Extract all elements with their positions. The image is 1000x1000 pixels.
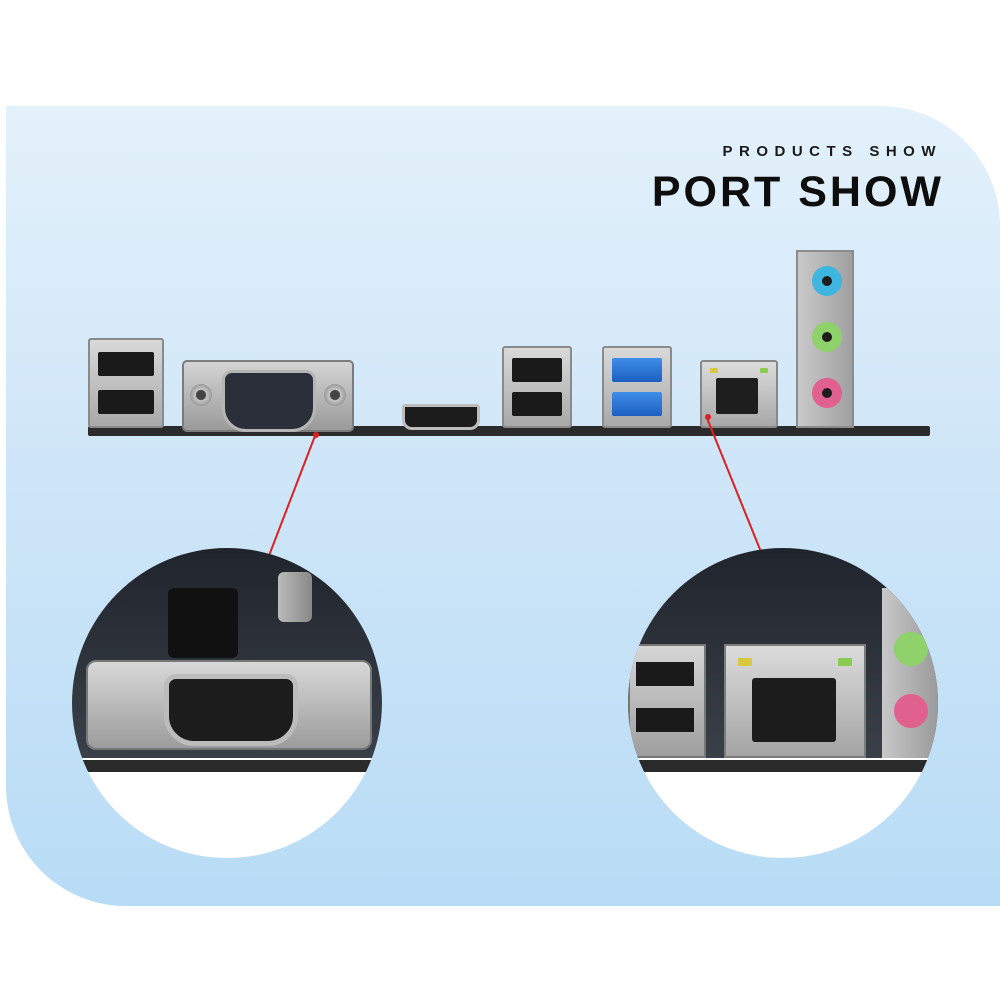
rj45-port-zoom: [724, 644, 866, 758]
hdmi-port: [402, 404, 480, 430]
section-subtitle: PRODUCTS SHOW: [722, 143, 942, 160]
usb-slot: [636, 708, 694, 732]
rj45-socket: [716, 378, 758, 414]
power-connector: [168, 588, 238, 658]
usb-slot: [636, 662, 694, 686]
usb3-stack: [602, 346, 672, 428]
audio-jacks-zoom: [882, 588, 938, 758]
vga-connector: [222, 370, 316, 432]
pointer-dot: [705, 414, 711, 420]
screw-icon: [190, 384, 212, 406]
led-icon: [838, 658, 852, 666]
led-icon: [710, 368, 718, 373]
closeup-board-edge: [72, 760, 382, 772]
vga-connector-zoom: [164, 674, 298, 746]
usb-slot: [512, 392, 562, 416]
screw-icon: [324, 384, 346, 406]
vga-port-closeup: [72, 548, 382, 858]
mic-jack-icon: [812, 378, 842, 408]
line-in-jack-icon: [812, 266, 842, 296]
capacitor: [278, 572, 312, 622]
rj45-port-closeup: [628, 548, 938, 858]
vga-port: [182, 360, 354, 432]
usb3-slot: [612, 392, 662, 416]
audio-jacks: [796, 250, 854, 428]
usb2-stack-left: [88, 338, 164, 428]
pointer-dot: [313, 432, 319, 438]
usb-slot: [98, 352, 154, 376]
closeup-board-edge: [628, 760, 938, 772]
usb3-slot: [612, 358, 662, 382]
led-icon: [738, 658, 752, 666]
led-icon: [760, 368, 768, 373]
rj45-port: [700, 360, 778, 428]
line-out-jack-icon: [812, 322, 842, 352]
line-out-jack-icon: [894, 632, 928, 666]
usb2-stack-right: [502, 346, 572, 428]
mic-jack-icon: [894, 694, 928, 728]
usb-stack-zoom: [628, 644, 706, 758]
vga-port-zoom: [86, 660, 372, 750]
motherboard-edge: [88, 426, 930, 436]
usb-slot: [98, 390, 154, 414]
section-title: PORT SHOW: [651, 168, 944, 216]
rj45-socket: [752, 678, 836, 742]
usb-slot: [512, 358, 562, 382]
